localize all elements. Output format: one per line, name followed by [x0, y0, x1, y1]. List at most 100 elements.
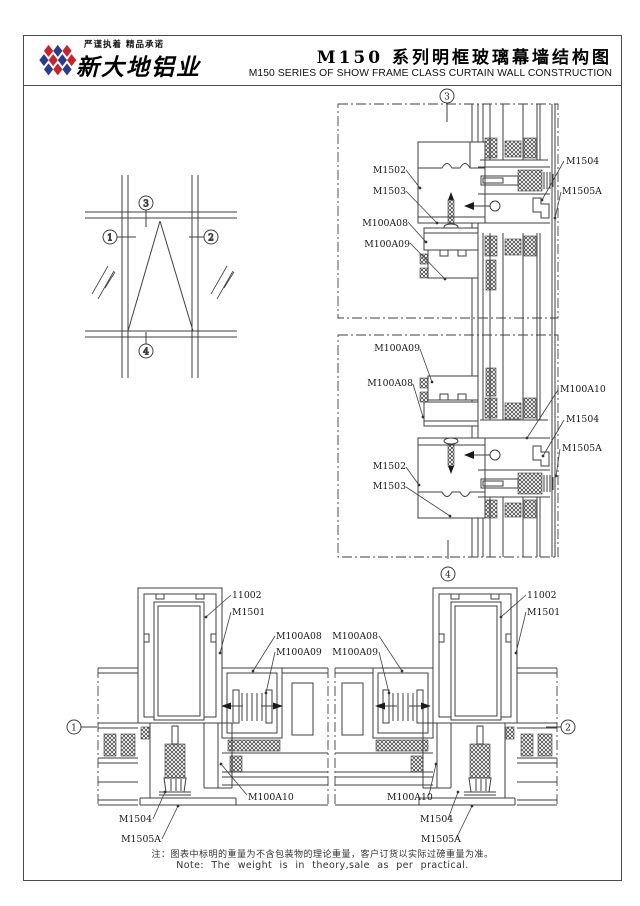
anchor-bolt [478, 166, 554, 195]
callout-2: 2 [189, 229, 219, 245]
label-m1504: M1504 [540, 156, 599, 202]
callout-1: 1 [102, 229, 136, 245]
bottom-connector [418, 722, 516, 806]
label-m100a08: M100A08 [332, 631, 404, 673]
drawing-title-cn: M150 系列明框玻璃幕墙结构图 [316, 48, 612, 68]
steel-tube-11002 [450, 601, 502, 721]
svg-text:11002: 11002 [527, 590, 557, 601]
svg-text:M100A09: M100A09 [364, 239, 410, 250]
callout-4: 4 [138, 332, 154, 359]
label-m1501: M1501 [514, 607, 560, 655]
svg-text:M100A10: M100A10 [387, 792, 433, 803]
svg-text:M1505A: M1505A [421, 834, 461, 845]
detail-section-3: 3 M1502 M1503 M100A08 M100A09 M1504 [337, 88, 602, 319]
mullion-profile [137, 587, 223, 724]
label-m100a09: M100A09 [374, 343, 434, 384]
callout-2-detail: 2 [546, 719, 576, 735]
label-m1504: M1504 [119, 790, 167, 825]
label-m100a10: M100A10 [219, 762, 294, 803]
svg-text:M1504: M1504 [566, 156, 599, 167]
vertical-screw-icon [443, 437, 459, 474]
svg-text:M1503: M1503 [373, 481, 406, 492]
svg-text:3: 3 [444, 93, 450, 103]
detail-section-2: 2 M100A08 M100A09 11002 M1501 M100A10 [332, 587, 576, 845]
label-m1505a: M1505A [554, 443, 602, 478]
section-boundary [337, 334, 559, 558]
label-m100a08: M100A08 [362, 218, 428, 244]
label-m100a08: M100A08 [251, 631, 322, 673]
svg-text:M100A09: M100A09 [332, 647, 378, 658]
detail-section-1: 1 11002 M1501 M100A08 M100A09 M100A10 [66, 587, 329, 845]
vent-open-symbol [127, 220, 194, 332]
svg-text:1: 1 [107, 234, 113, 244]
vent-frame-profiles [419, 227, 479, 279]
label-m100a10: M100A10 [525, 384, 606, 440]
svg-text:M100A08: M100A08 [332, 631, 378, 642]
label-m100a08: M100A08 [367, 378, 425, 419]
vent-frame-profiles [419, 375, 479, 427]
detail-section-4: 4 M100A09 M100A08 M100A10 M1504 M1505A [337, 334, 606, 582]
label-m1504: M1504 [541, 414, 599, 458]
svg-text:4: 4 [445, 571, 451, 581]
svg-text:M1505A: M1505A [562, 443, 602, 454]
company-name: 新大地铝业 [76, 54, 201, 81]
label-m100a09: M100A09 [332, 647, 391, 695]
label-m1502: M1502 [373, 165, 422, 190]
thermal-connector [372, 667, 434, 739]
label-m1502: M1502 [373, 461, 421, 487]
section-boundary [337, 103, 559, 319]
svg-text:M100A09: M100A09 [276, 647, 322, 658]
svg-text:M1504: M1504 [566, 414, 599, 425]
footer-note-cn: 注：图表中标明的重量为不含包装物的理论重量，客户订货以实际过磅重量为准。 [151, 850, 494, 860]
left-glass-band [98, 667, 138, 806]
steel-tube-11002 [153, 601, 205, 721]
glazing-gaskets [484, 137, 537, 159]
right-glass-band [517, 667, 557, 806]
svg-text:2: 2 [208, 234, 214, 244]
mullion-profile [432, 587, 518, 724]
lower-glazing-gaskets [484, 235, 537, 291]
svg-text:M1504: M1504 [119, 814, 152, 825]
construction-drawing: 3 1 2 4 [66, 88, 606, 845]
horizontal-screw-icon [464, 200, 501, 212]
diamond-cluster-logo-icon [39, 44, 77, 76]
elevation-view: 3 1 2 4 [85, 175, 237, 378]
label-m1505a: M1505A [121, 804, 180, 845]
svg-text:M1505A: M1505A [121, 834, 161, 845]
footer-note-en: Note: The weight is in theory,sale as pe… [176, 860, 469, 871]
glass-hatch-marks [91, 265, 235, 300]
callout-4-detail: 4 [440, 540, 456, 582]
anchor-bolt [478, 469, 554, 498]
svg-text:M100A08: M100A08 [367, 378, 413, 389]
svg-text:3: 3 [143, 200, 149, 210]
svg-text:M1503: M1503 [373, 186, 406, 197]
svg-text:M1505A: M1505A [562, 186, 602, 197]
thermal-connector [221, 667, 283, 739]
lower-glazing-gaskets [484, 499, 537, 519]
svg-text:M100A10: M100A10 [560, 384, 606, 395]
callout-3: 3 [138, 195, 154, 227]
label-m100a10: M100A10 [387, 762, 438, 803]
drawing-title-en: M150 SERIES OF SHOW FRAME CLASS CURTAIN … [248, 68, 612, 79]
label-m1505a: M1505A [553, 186, 602, 220]
label-m1503: M1503 [373, 186, 439, 225]
label-11002: 11002 [204, 590, 262, 619]
svg-text:1: 1 [71, 724, 77, 734]
svg-text:M100A10: M100A10 [248, 792, 294, 803]
label-m1504: M1504 [420, 790, 460, 825]
label-m1501: M1501 [218, 607, 265, 655]
callout-1-detail: 1 [66, 719, 97, 735]
svg-text:2: 2 [565, 724, 571, 734]
callout-3-detail: 3 [439, 88, 455, 122]
svg-text:M1502: M1502 [373, 165, 406, 176]
label-11002: 11002 [499, 590, 557, 619]
label-m1505a: M1505A [421, 804, 474, 845]
horizontal-screw-icon [464, 449, 501, 461]
svg-text:M1504: M1504 [420, 814, 453, 825]
label-m100a09: M100A09 [364, 239, 447, 281]
upper-glazing-gaskets [484, 367, 537, 420]
svg-text:M100A08: M100A08 [276, 631, 322, 642]
svg-text:M100A09: M100A09 [374, 343, 420, 354]
bottom-connector [139, 722, 237, 806]
